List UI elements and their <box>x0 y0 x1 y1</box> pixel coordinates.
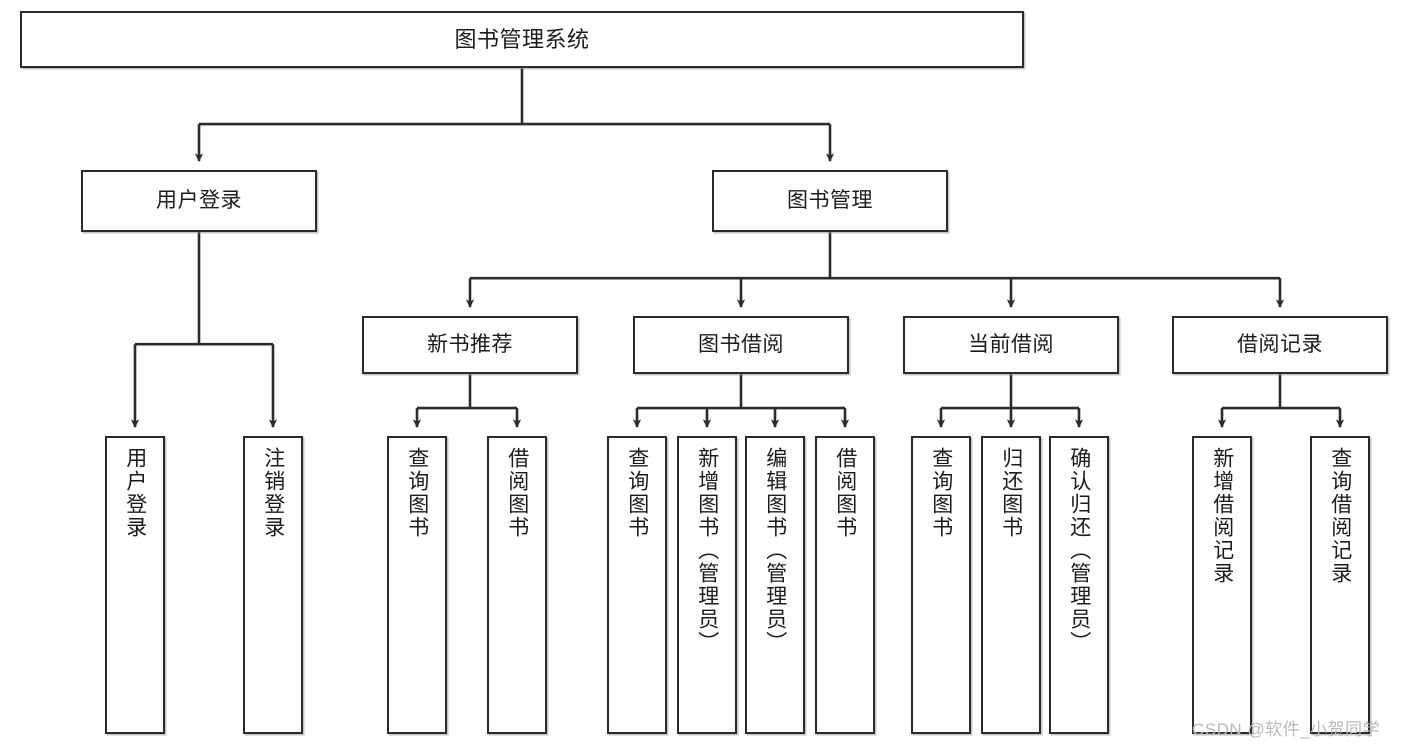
node-label: 图书借阅 <box>698 332 784 356</box>
node-root[interactable]: 图书管理系统 <box>20 11 1024 68</box>
node-label: 查询借阅记录 <box>1328 447 1352 585</box>
node-leaf-return-book[interactable]: 归还图书 <box>981 436 1041 734</box>
node-label: 用户登录 <box>156 188 242 212</box>
node-label: 新增图书（管理员） <box>695 447 719 654</box>
node-book-manage[interactable]: 图书管理 <box>712 170 948 232</box>
node-current-borrow[interactable]: 当前借阅 <box>903 316 1119 374</box>
node-label: 查询图书 <box>929 447 953 539</box>
node-leaf-confirm-return[interactable]: 确认归还（管理员） <box>1049 436 1109 734</box>
node-label: 用户登录 <box>123 447 147 539</box>
node-leaf-borrow-book-1[interactable]: 借阅图书 <box>487 436 547 734</box>
node-user-login[interactable]: 用户登录 <box>81 170 317 232</box>
node-leaf-logout[interactable]: 注销登录 <box>243 436 303 734</box>
node-leaf-query-book-2[interactable]: 查询图书 <box>607 436 667 734</box>
csdn-watermark: CSDN @软件_小贺同学 <box>1192 720 1381 739</box>
node-new-book-rec[interactable]: 新书推荐 <box>362 316 578 374</box>
node-label: 归还图书 <box>999 447 1023 539</box>
node-borrow-record[interactable]: 借阅记录 <box>1172 316 1388 374</box>
node-leaf-edit-book[interactable]: 编辑图书（管理员） <box>745 436 805 734</box>
node-label: 借阅图书 <box>833 447 857 539</box>
node-label: 借阅记录 <box>1237 332 1323 356</box>
node-label: 借阅图书 <box>505 447 529 539</box>
node-leaf-query-book-1[interactable]: 查询图书 <box>387 436 447 734</box>
node-leaf-user-login[interactable]: 用户登录 <box>105 436 165 734</box>
node-label: 新增借阅记录 <box>1210 447 1234 585</box>
node-label: 图书管理系统 <box>454 26 590 52</box>
node-label: 查询图书 <box>625 447 649 539</box>
node-leaf-borrow-book-2[interactable]: 借阅图书 <box>815 436 875 734</box>
node-label: 查询图书 <box>405 447 429 539</box>
node-label: 注销登录 <box>261 447 285 539</box>
node-leaf-add-record[interactable]: 新增借阅记录 <box>1192 436 1252 734</box>
node-leaf-add-book[interactable]: 新增图书（管理员） <box>677 436 737 734</box>
node-book-borrow[interactable]: 图书借阅 <box>633 316 849 374</box>
node-label: 新书推荐 <box>427 332 513 356</box>
node-label: 确认归还（管理员） <box>1067 447 1091 654</box>
node-label: 图书管理 <box>787 188 873 212</box>
node-leaf-query-book-3[interactable]: 查询图书 <box>911 436 971 734</box>
node-label: 当前借阅 <box>968 332 1054 356</box>
node-leaf-query-record[interactable]: 查询借阅记录 <box>1310 436 1370 734</box>
node-label: 编辑图书（管理员） <box>763 447 787 654</box>
